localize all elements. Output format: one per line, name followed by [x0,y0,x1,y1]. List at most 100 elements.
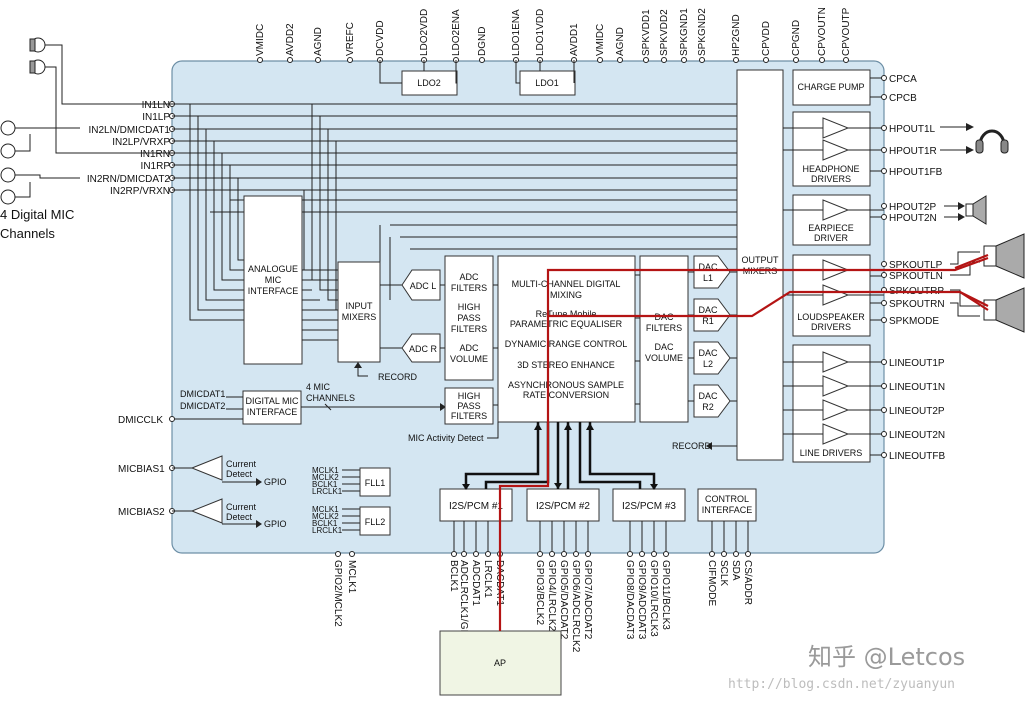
mic-caption-2: Channels [0,226,55,241]
fll2-label: FLL2 [365,517,386,527]
output-mixers-l1: OUTPUT [742,255,780,265]
top-pin-label: SPKVDD2 [659,9,670,56]
bottom-pin-label: GPIO2/MCLK2 [332,560,343,627]
right-pin-dot [881,147,887,153]
current-detect-1b: Detect [226,469,253,479]
right-pin-dot [881,272,887,278]
high-pass-filters-dmic [444,387,494,425]
right-pin-dot [881,75,887,81]
bottom-pin-dot [627,551,633,557]
top-pin-dot [819,57,825,63]
top-pin-label: AVDD2 [285,23,296,56]
right-pin-label: HPOUT2N [889,213,937,224]
right-pin-dot [881,214,887,220]
gpio-label-1: GPIO [264,477,287,487]
hp-drivers-l2: DRIVERS [811,174,851,184]
bottom-pin-label: GPIO9/ADCDAT3 [636,560,647,640]
bottom-pin-dot [651,551,657,557]
top-pin-dot [597,57,603,63]
dac-block [693,341,731,375]
bottom-pin-label: CS/ADDR [742,560,753,605]
fll-input-label: BCLK1 [312,519,338,528]
left-input-label: IN1RN [140,149,170,160]
control-if-l1: CONTROL [705,494,749,504]
analogue-label-1: ANALOGUE [248,264,298,274]
bottom-pin-dot [663,551,669,557]
fll-input-label: MCLK2 [312,473,339,482]
bottom-pin-label: GPIO8/DACDAT3 [624,560,635,640]
top-pin-dot [661,57,667,63]
dsp-l3: ReTune Mobile [536,309,597,319]
top-pin-label: LDO2VDD [419,9,430,56]
top-pin-dot [347,57,353,63]
mic-icon [0,167,16,183]
bottom-pin-label: ADCDAT1 [470,560,481,606]
right-pin-label: HPOUT1FB [889,167,943,178]
right-pin-label: LINEOUT2N [889,430,945,441]
bottom-pin-label: GPIO10/LRCLK3 [648,560,659,637]
top-pin-label: SPKGND2 [697,8,708,56]
bottom-pin-dot [639,551,645,557]
top-pin-dot [699,57,705,63]
ldo1-label: LDO1 [535,78,559,88]
hpf-l2: PASS [457,401,480,411]
four-mic-l1: 4 MIC [306,382,331,392]
adc-filters-l5: FILTERS [451,324,487,334]
left-input-label: IN2RP/VRXN [110,186,170,197]
left-input-label: IN1LP [142,112,170,123]
top-pin-label: SPKGND1 [679,8,690,56]
right-pin-label: LINEOUTFB [889,451,945,462]
current-detect-2b: Detect [226,512,253,522]
right-pin-label: HPOUT2P [889,202,937,213]
hpf-l3: FILTERS [451,411,487,421]
dac-filters-l4: VOLUME [645,353,683,363]
current-detect-2a: Current [226,502,257,512]
right-pin-label: CPCB [889,93,917,104]
top-pin-dot [315,57,321,63]
i2s3-label: I2S/PCM #3 [622,501,676,512]
earpiece-l2: DRIVER [814,233,849,243]
bottom-pin-dot [585,551,591,557]
right-pin-label: SPKMODE [889,316,939,327]
dac-label-bottom: R2 [702,402,714,412]
i2s-pcm-2 [526,488,600,522]
micbias2-pin: MICBIAS2 [118,507,165,518]
bottom-pin-dot [473,551,479,557]
dmicdat1-label: DMICDAT1 [180,389,225,399]
left-input-label: IN1RP [141,161,171,172]
dsp-l6: 3D STEREO ENHANCE [517,360,615,370]
dac-label-bottom: L1 [703,273,713,283]
bottom-pin-dot [485,551,491,557]
input-mixers-label-2: MIXERS [342,312,377,322]
fll-input-label: MCLK1 [312,466,339,475]
analogue-label-2: MIC [265,275,282,285]
right-pin-dot [881,203,887,209]
dmicdat2-label: DMICDAT2 [180,401,225,411]
dsp-l4: PARAMETRIC EQUALISER [510,319,623,329]
right-pin-dot [881,168,887,174]
mic-activity-label: MIC Activity Detect [408,433,484,443]
top-pin-dot [257,57,263,63]
dac-label-bottom: R1 [702,316,714,326]
fll-inputs: MCLK1MCLK2BCLK1LRCLK1MCLK1MCLK2BCLK1LRCL… [312,466,360,535]
output-mixers [736,69,784,461]
record2-label: RECORD [672,441,712,451]
adc-filters-l4: PASS [457,313,480,323]
bottom-pin-dot [745,551,751,557]
source-url: http://blog.csdn.net/zyuanyun [728,677,955,692]
right-pin-dot [881,359,887,365]
top-pin-label: VMIDC [595,24,606,56]
right-pin-label: HPOUT1L [889,124,936,135]
ap-label: AP [494,658,506,668]
bottom-pin-label: CIFMODE [706,560,717,606]
dsp-l8: RATE CONVERSION [523,390,609,400]
top-pin-dot [681,57,687,63]
ldo1-block [519,70,576,96]
dac-label-top: DAC [698,262,718,272]
fll-input-label: MCLK2 [312,512,339,521]
hp-drivers-l1: HEADPHONE [802,164,859,174]
bottom-pin-label: GPIO7/ADCDAT2 [582,560,593,640]
